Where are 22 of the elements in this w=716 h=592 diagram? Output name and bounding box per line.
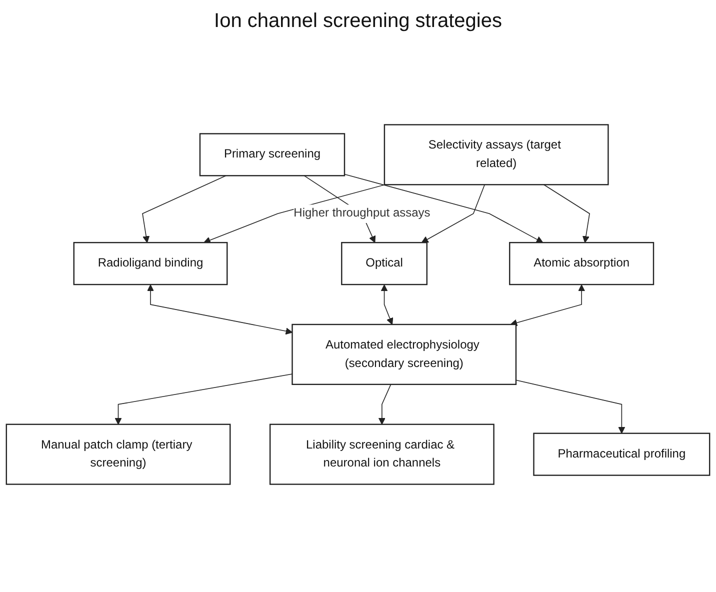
node-box: Atomic absorption (509, 242, 654, 286)
arrow (516, 380, 626, 434)
node-box: Pharmaceutical profiling (533, 432, 710, 476)
node-box: Liability screening cardiac & neuronal ion channels (269, 424, 494, 485)
edge-label: Higher throughput assays (294, 206, 430, 220)
diagram-title: Ion channel screening strategies (213, 10, 503, 33)
node-box: Primary screening (199, 133, 346, 176)
arrow (142, 175, 226, 243)
arrow (344, 174, 544, 243)
arrow (204, 184, 386, 244)
node-box: Manual patch clamp (tertiary screening) (6, 424, 231, 485)
arrow (510, 284, 586, 326)
arrow (114, 374, 293, 425)
node-box: Radioligand binding (73, 242, 228, 286)
node-box: Automated electrophysiology (secondary screening) (292, 324, 517, 385)
arrow (421, 184, 486, 243)
node-box: Selectivity assays (target related) (384, 124, 609, 186)
arrow (543, 184, 590, 243)
arrow (147, 284, 293, 335)
arrow (380, 284, 394, 325)
arrow (378, 384, 392, 425)
node-box: Optical (341, 242, 428, 286)
